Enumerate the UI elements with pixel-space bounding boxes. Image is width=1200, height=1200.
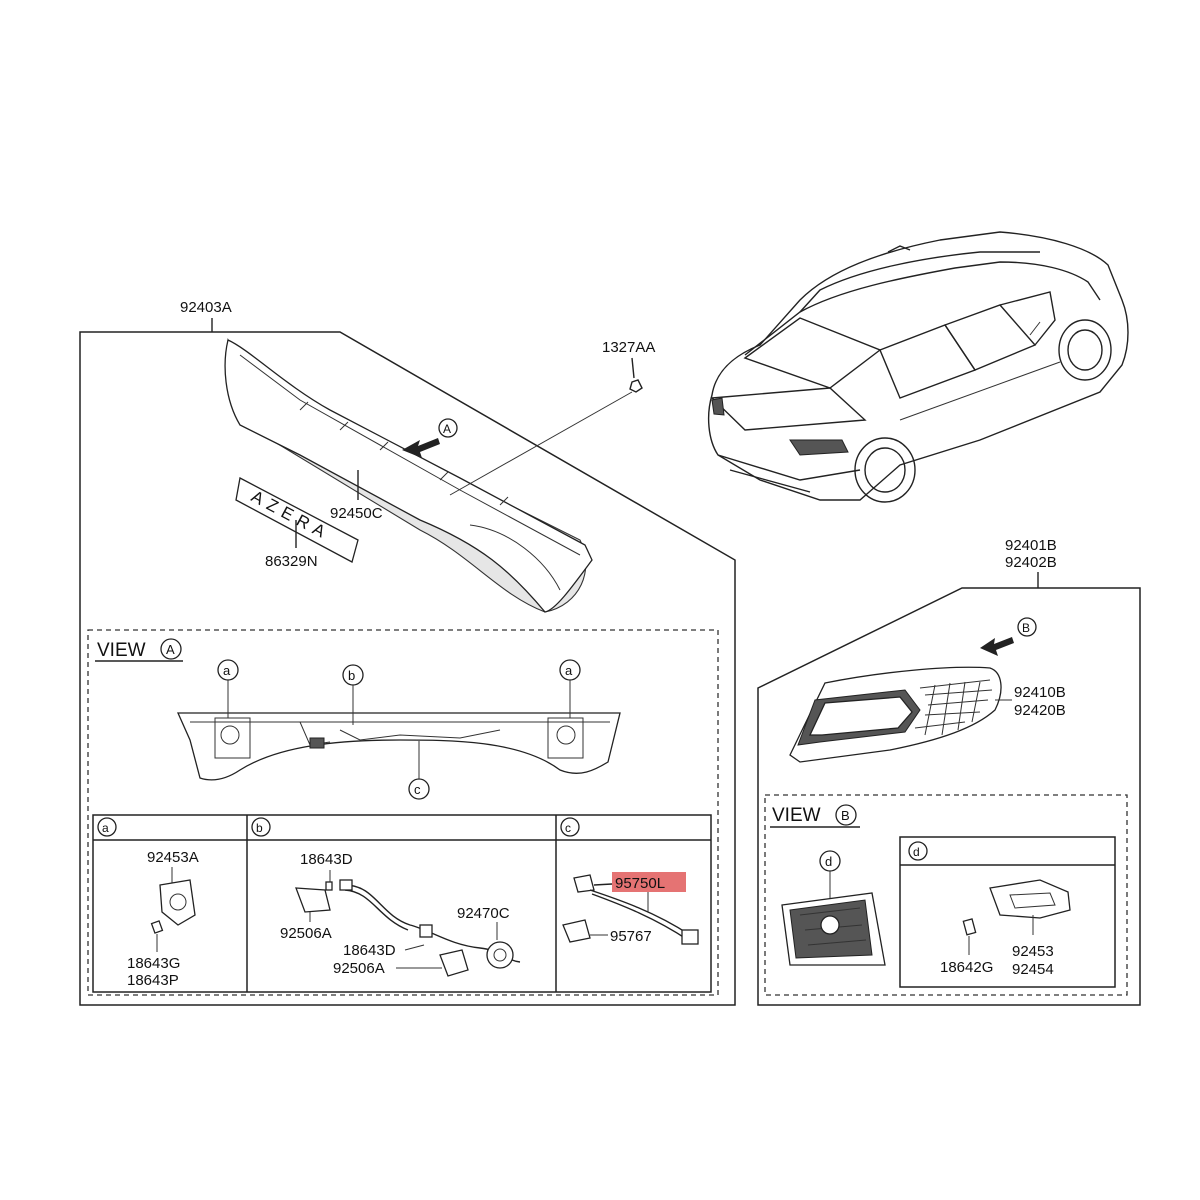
detail-c: c 95750L 95767 (560, 817, 699, 945)
nut-label: 1327AA (602, 339, 655, 356)
emblem-label: 86329N (265, 553, 318, 570)
detail-d-bulb-label: 18642G (940, 959, 993, 976)
svg-text:18643D: 18643D (300, 851, 353, 868)
view-b-box (764, 794, 1128, 996)
detail-a-label-bottom-1: 18643G (127, 955, 180, 972)
garnish-inner-view (176, 712, 621, 781)
lamp-label-1: 92410B (1014, 684, 1066, 701)
detail-d: d 92453 92454 18642G (908, 841, 1071, 978)
svg-text:c: c (565, 821, 571, 835)
detail-c-label-2: 95767 (610, 928, 652, 945)
svg-text:d: d (913, 845, 920, 859)
garnish-label: 92450C (330, 505, 383, 522)
view-a-arrow: A (402, 418, 458, 458)
detail-box-row (92, 814, 712, 993)
tail-lamp-part (789, 666, 1002, 763)
view-a-letter: A (166, 642, 175, 657)
view-b-letter: B (841, 808, 850, 823)
highlighted-part-label: 95750L (615, 875, 665, 892)
detail-d-label-1: 92453 (1012, 943, 1054, 960)
right-panel-frame (757, 587, 1141, 1006)
right-assembly-label-1: 92401B (1005, 537, 1057, 554)
right-assembly-label-2: 92402B (1005, 554, 1057, 571)
lamp-back-view: d (781, 850, 886, 966)
highlight-box (612, 872, 686, 892)
svg-text:a: a (102, 821, 109, 835)
callout-a-left: a (217, 659, 239, 718)
svg-text:92506A: 92506A (333, 960, 385, 977)
svg-text:a: a (565, 663, 573, 678)
svg-text:b: b (256, 821, 263, 835)
detail-d-box (899, 836, 1116, 988)
svg-text:92470C: 92470C (457, 905, 510, 922)
left-panel-frame (79, 331, 736, 1006)
svg-text:c: c (414, 782, 421, 797)
view-a-box (87, 629, 719, 996)
car-illustration (707, 231, 1129, 503)
detail-a: a 92453A 18643G 18643P (97, 817, 199, 989)
trunk-garnish-part (224, 337, 593, 613)
lamp-label-2: 92420B (1014, 702, 1066, 719)
svg-text:A: A (443, 422, 451, 436)
detail-a-label-top: 92453A (147, 849, 199, 866)
view-a-title: VIEW (97, 640, 146, 661)
svg-text:a: a (223, 663, 231, 678)
detail-d-label-2: 92454 (1012, 961, 1054, 978)
assembly-label: 92403A (180, 299, 232, 316)
callout-b: b (342, 664, 364, 725)
svg-text:92506A: 92506A (280, 925, 332, 942)
callout-c: c (408, 741, 430, 800)
svg-text:d: d (825, 854, 832, 869)
emblem-text: AZERA (248, 487, 333, 544)
svg-text:B: B (1022, 621, 1030, 635)
detail-b: b 18643D 92506A 92470C 18643D 92506A (251, 817, 521, 977)
view-b-title: VIEW (772, 805, 821, 826)
right-panel: 92401B 92402B B 92410B 92420B VIEW B d (757, 537, 1141, 1006)
left-panel: 92403A A 92450C 1327AA AZERA 8 (79, 299, 736, 1006)
svg-text:b: b (348, 668, 355, 683)
view-b-arrow: B (980, 617, 1037, 656)
svg-text:18643D: 18643D (343, 942, 396, 959)
callout-a-right: a (559, 659, 581, 718)
detail-a-label-bottom-2: 18643P (127, 972, 179, 989)
